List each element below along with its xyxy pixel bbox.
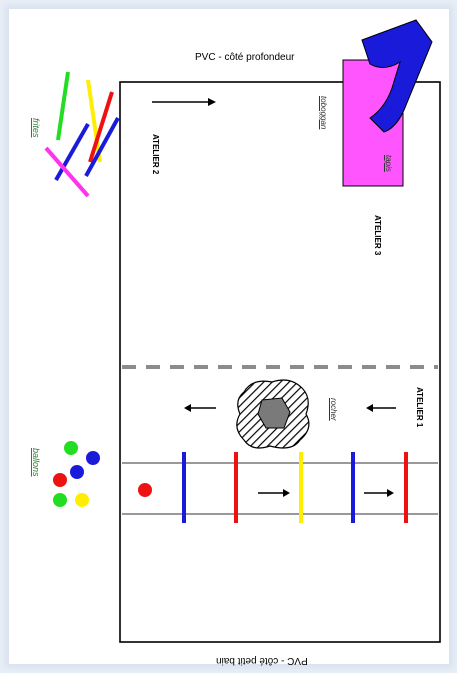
arrow-right-icon [152,98,216,106]
tapis-label: tapis [384,155,393,172]
rock-icon [236,379,310,449]
ball-icon [138,483,152,497]
arrow-left-icon [184,404,216,412]
toboggan-label: toboggan [319,96,328,130]
frites-label: frites [31,118,41,138]
atelier-1-label: ATELIER 1 [415,387,424,428]
ballons-label: ballons [31,448,41,477]
rocher-label: rocher [329,398,338,421]
pvc-shallow-label: PVC - côté petit bain [216,655,308,666]
atelier-3-label: ATELIER 3 [373,215,382,256]
pvc-depth-label: PVC - côté profondeur [195,52,295,63]
pool-noodle-icon [44,71,120,198]
pool-outline [119,81,441,643]
arrow-left-icon [366,404,396,412]
arrow-right-icon [364,489,394,497]
atelier-2-label: ATELIER 2 [151,134,160,175]
arrow-right-icon [258,489,290,497]
slide-icon [361,19,433,133]
balls-group [53,441,100,507]
